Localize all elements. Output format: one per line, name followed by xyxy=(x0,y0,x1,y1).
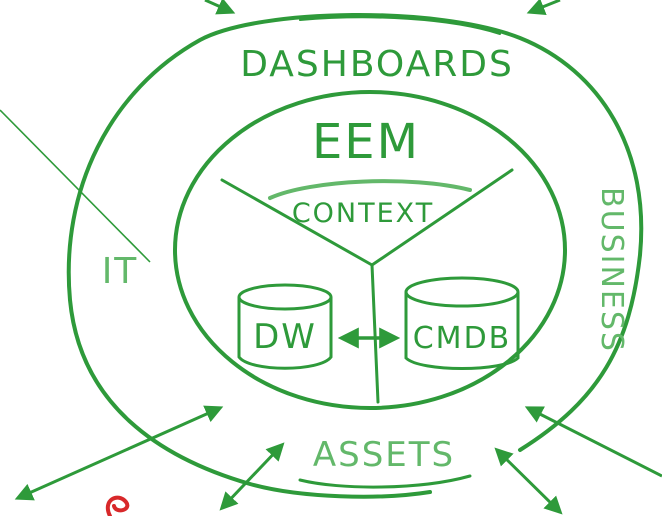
arrow-bottom-right xyxy=(494,447,563,515)
context-arc xyxy=(268,179,472,200)
label-context: CONTEXT xyxy=(292,198,434,229)
arrow-lower-right-long xyxy=(524,406,662,478)
label-dashboards: DASHBOARDS xyxy=(240,44,514,85)
outer-ring xyxy=(66,12,644,499)
divider-right xyxy=(370,168,514,267)
divider-left xyxy=(220,178,374,267)
label-dw: DW xyxy=(253,317,317,357)
arrow-lower-left-long xyxy=(14,405,224,501)
label-eem: EEM xyxy=(312,114,420,170)
dw-database xyxy=(237,283,333,370)
diagonal-line xyxy=(0,109,151,263)
label-it: IT xyxy=(102,251,139,292)
label-assets: ASSETS xyxy=(313,435,455,475)
inner-circle xyxy=(173,90,567,410)
label-cmdb: CMDB xyxy=(413,321,512,356)
divider-vertical xyxy=(370,263,380,404)
red-scribble xyxy=(106,495,130,516)
outer-ring-bottom-inner xyxy=(298,474,472,489)
outer-ring-inner-stroke xyxy=(299,16,501,35)
top-right-arrow xyxy=(526,0,561,16)
label-business: BUSINESS xyxy=(594,187,629,353)
top-left-arrow xyxy=(204,0,236,15)
arrow-bottom-left xyxy=(219,442,285,511)
cmdb-database xyxy=(404,276,520,370)
